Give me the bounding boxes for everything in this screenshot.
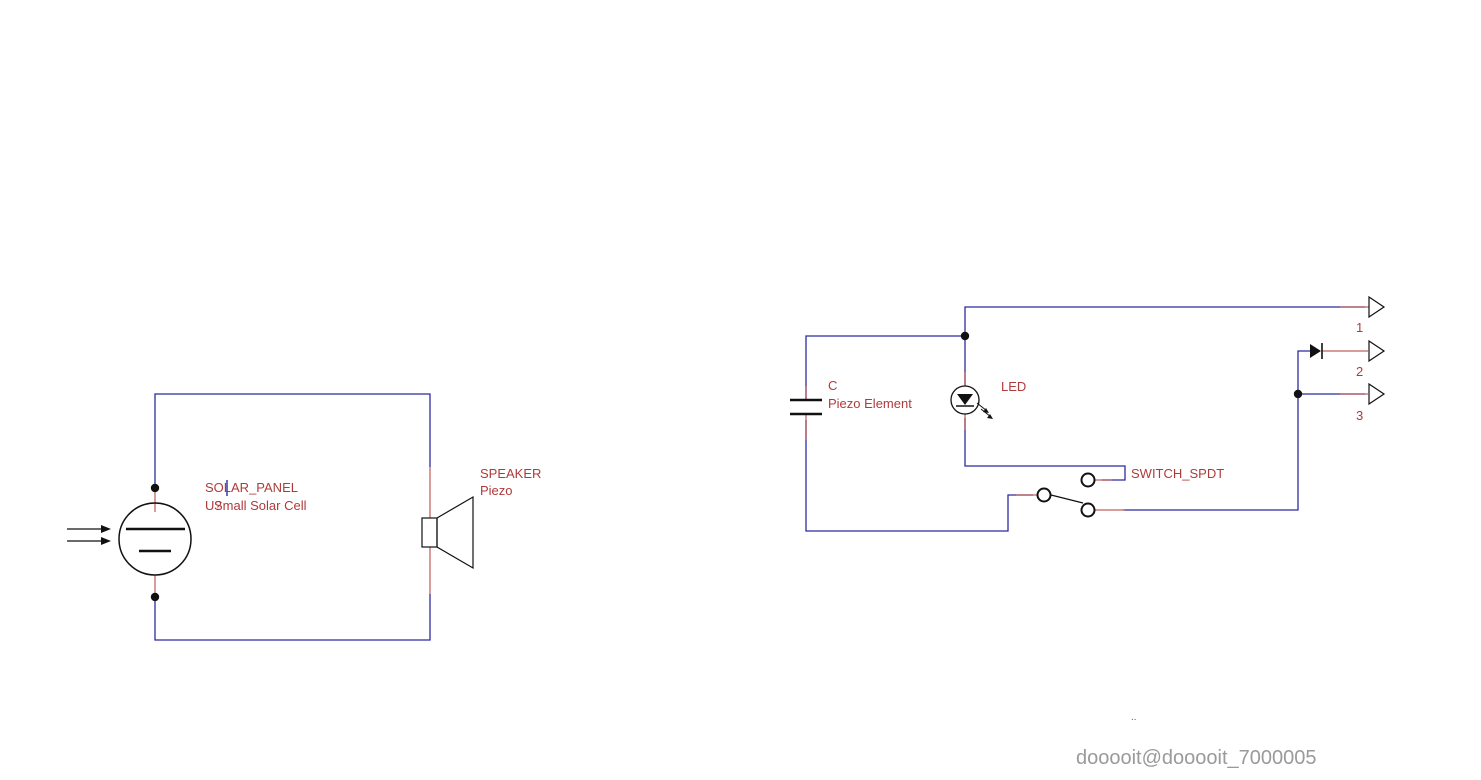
right-circuit: C Piezo Element LED SWITCH_SPDT <box>790 295 1386 532</box>
solar-panel-body <box>118 502 192 576</box>
wire-cap-top[interactable] <box>805 335 965 400</box>
junction-dot <box>1293 389 1303 399</box>
switch-spdt-symbol[interactable] <box>1036 472 1096 518</box>
capacitor-value: Piezo Element <box>828 396 912 411</box>
speaker-body <box>421 517 438 548</box>
solar-panel-value: Small Solar Cell <box>214 498 307 513</box>
port-1-flag <box>1368 295 1386 319</box>
led-symbol[interactable] <box>950 385 993 419</box>
speaker-cone <box>436 495 474 570</box>
wire-top-loop[interactable] <box>154 393 431 488</box>
diode-symbol[interactable] <box>1310 343 1323 359</box>
wire-led-to-switch[interactable] <box>964 418 1126 481</box>
wire-diode-branch[interactable] <box>1297 350 1310 394</box>
left-circuit-wires <box>154 393 431 641</box>
right-circuit-wires <box>805 306 1365 532</box>
wire-switch-to-port3[interactable] <box>1123 393 1365 511</box>
right-circuit-leads <box>805 350 1368 511</box>
capacitor-name: C <box>828 378 837 393</box>
port-2[interactable] <box>1368 339 1386 363</box>
wire-cap-to-switch[interactable] <box>805 420 1033 532</box>
solar-panel-name: SOLAR_PANEL <box>205 480 298 495</box>
led-triangle <box>957 394 973 405</box>
port-2-label: 2 <box>1356 364 1363 379</box>
capacitor-symbol[interactable] <box>790 398 822 416</box>
stray-mark: .. <box>1131 712 1137 723</box>
speaker-value: Piezo <box>480 483 513 498</box>
port-3[interactable] <box>1368 382 1386 406</box>
wire-led-to-port1[interactable] <box>964 306 1365 386</box>
watermark: dooooit@dooooit_7000005 <box>1076 747 1317 769</box>
switch-name: SWITCH_SPDT <box>1131 466 1224 481</box>
led-body <box>950 385 980 415</box>
solar-panel-symbol[interactable] <box>67 480 228 602</box>
diode-triangle <box>1310 344 1321 358</box>
light-arrow-2-head <box>101 537 111 545</box>
speaker-symbol[interactable] <box>421 495 474 570</box>
port-2-flag <box>1368 339 1386 363</box>
left-circuit: SOLAR_PANEL U? Small Solar Cell SPEAKER … <box>67 393 541 641</box>
speaker-name: SPEAKER <box>480 466 541 481</box>
switch-throw-contact-1 <box>1080 472 1096 488</box>
led-name: LED <box>1001 379 1026 394</box>
switch-blade <box>1050 494 1084 504</box>
light-arrow-1-head <box>101 525 111 533</box>
port-3-label: 3 <box>1356 408 1363 423</box>
junction-dot <box>960 331 970 341</box>
port-3-flag <box>1368 382 1386 406</box>
junction-dot <box>150 592 160 602</box>
switch-throw-contact-2 <box>1080 502 1096 518</box>
port-1[interactable] <box>1340 295 1386 319</box>
led-emission-arrow-2-head <box>987 414 993 419</box>
wire-bottom-loop[interactable] <box>154 594 431 641</box>
switch-common-contact <box>1036 487 1052 503</box>
port-1-label: 1 <box>1356 320 1363 335</box>
junction-dot <box>150 483 160 493</box>
solar-panel-ref: U? <box>205 498 222 513</box>
